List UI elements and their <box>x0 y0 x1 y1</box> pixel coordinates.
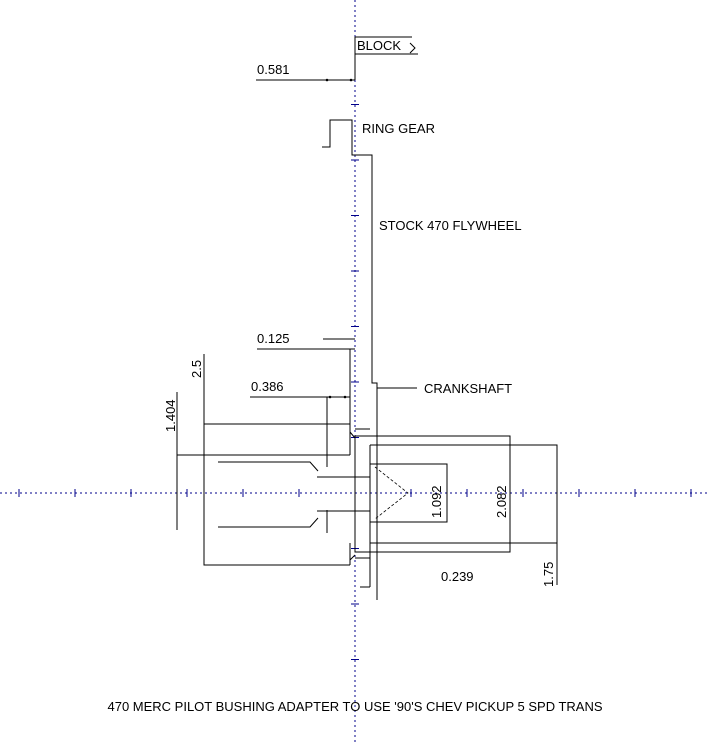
dim-1404-label: 1.404 <box>163 399 178 432</box>
dim-1092-label: 1.092 <box>429 485 444 518</box>
dim-0386: 0.386 <box>250 379 350 467</box>
drawing-title: 470 MERC PILOT BUSHING ADAPTER TO USE '9… <box>107 699 602 714</box>
crankshaft-label: CRANKSHAFT <box>424 381 512 396</box>
flywheel-label: STOCK 470 FLYWHEEL <box>379 218 522 233</box>
centerline-ticks <box>18 104 692 660</box>
adapter-body <box>176 354 370 566</box>
dim-25-label: 2.5 <box>189 360 204 378</box>
dim-2082-label: 2.082 <box>494 485 509 518</box>
dim-label: 0.125 <box>257 331 290 346</box>
dim-0125: 0.125 <box>257 331 355 455</box>
dim-0581: 0.581 <box>256 62 355 82</box>
ring-gear-label: RING GEAR <box>362 121 435 136</box>
dim-label: 0.386 <box>251 379 284 394</box>
block-flag: BLOCK <box>354 36 418 80</box>
bushing-body <box>354 428 558 600</box>
flywheel-profile: RING GEAR STOCK 470 FLYWHEEL CRANKSHAFT <box>322 119 522 446</box>
dim-175-label: 1.75 <box>541 562 556 587</box>
block-label: BLOCK <box>357 38 401 53</box>
dim-label: 0.581 <box>257 62 290 77</box>
dim-0239-label: 0.239 <box>441 569 474 584</box>
